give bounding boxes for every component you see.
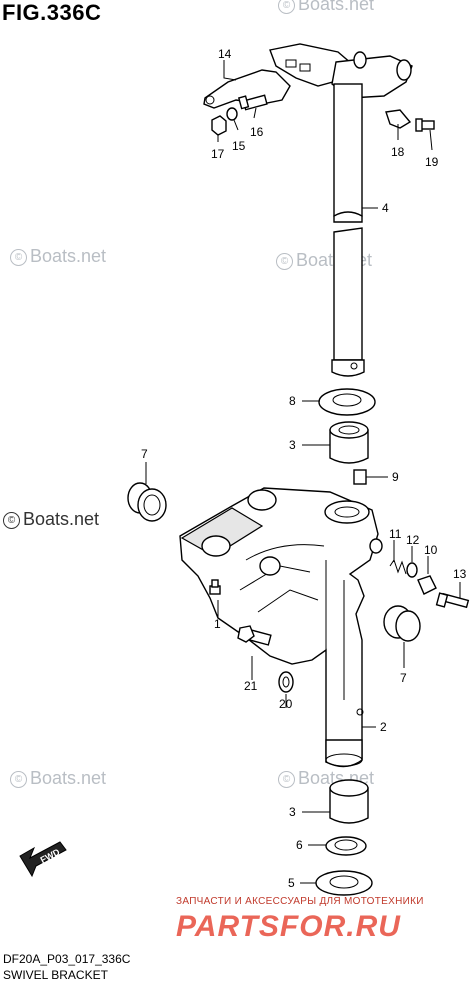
screw-part-13 [435, 592, 470, 609]
callout-20: 20 [279, 697, 293, 711]
callout-7-upper: 7 [141, 447, 148, 461]
callout-21: 21 [244, 679, 258, 693]
callout-6: 6 [296, 838, 303, 852]
bushing-part-3-lower [329, 779, 369, 824]
shop-logo: PARTSFOR.RU [176, 910, 401, 943]
block-part-9 [353, 469, 367, 485]
callout-3-lower: 3 [289, 805, 296, 819]
swivel-bracket-part-2 [179, 487, 383, 768]
spring-part-11 [389, 558, 407, 575]
callout-9: 9 [392, 470, 399, 484]
bushing-part-3-upper [329, 421, 369, 464]
plug-part-7-upper [127, 482, 167, 522]
diagram-name: SWIVEL BRACKET [3, 968, 108, 982]
callout-10: 10 [424, 543, 438, 557]
callout-2: 2 [380, 720, 387, 734]
bolt-part-16 [237, 94, 268, 111]
callout-16: 16 [250, 125, 264, 139]
callout-12: 12 [406, 533, 420, 547]
watermark-left-lower: ©Boats.net [10, 768, 106, 789]
callout-7-lower: 7 [400, 671, 407, 685]
callout-14: 14 [218, 47, 232, 61]
nipple-part-1 [209, 579, 221, 595]
bolt-part-19 [415, 118, 435, 132]
callout-1: 1 [214, 617, 221, 631]
plug-part-7-lower [383, 605, 421, 642]
watermark-left-mid: ©Boats.net [3, 509, 99, 530]
watermark-top: ©Boats.net [278, 0, 374, 15]
callout-4: 4 [382, 201, 389, 215]
washer-part-15 [226, 107, 238, 121]
shop-tagline: ЗАПЧАСТИ И АКСЕССУАРЫ ДЛЯ МОТОТЕХНИКИ [176, 896, 424, 907]
cap-part-10 [417, 575, 437, 595]
clip-part-18 [385, 109, 412, 129]
leader-lines [145, 60, 461, 884]
callout-18: 18 [391, 145, 405, 159]
watermark-left-upper: ©Boats.net [10, 246, 106, 267]
callout-3-upper: 3 [289, 438, 296, 452]
bracket-part-14 [203, 43, 413, 109]
washer-part-5 [315, 870, 373, 896]
bolt-part-21 [237, 625, 272, 646]
shaft-part-4 [331, 83, 365, 377]
callout-17: 17 [211, 147, 225, 161]
callout-11: 11 [389, 527, 402, 541]
callout-8: 8 [289, 394, 296, 408]
figure-title: FIG.336C [2, 0, 102, 25]
diagram-code: DF20A_P03_017_336C [3, 952, 131, 966]
callout-5: 5 [288, 876, 295, 890]
callout-19: 19 [425, 155, 439, 169]
washer-part-20 [278, 671, 294, 693]
washer-part-8 [318, 388, 376, 416]
callout-labels: 14 16 15 17 18 19 4 8 3 9 7 11 12 10 13 … [141, 47, 467, 890]
ring-part-12 [406, 562, 418, 578]
washer-part-6 [325, 836, 367, 856]
nut-part-17 [211, 115, 227, 136]
callout-15: 15 [232, 139, 246, 153]
callout-13: 13 [453, 567, 467, 581]
fwd-arrow-icon: FWD [19, 841, 67, 878]
